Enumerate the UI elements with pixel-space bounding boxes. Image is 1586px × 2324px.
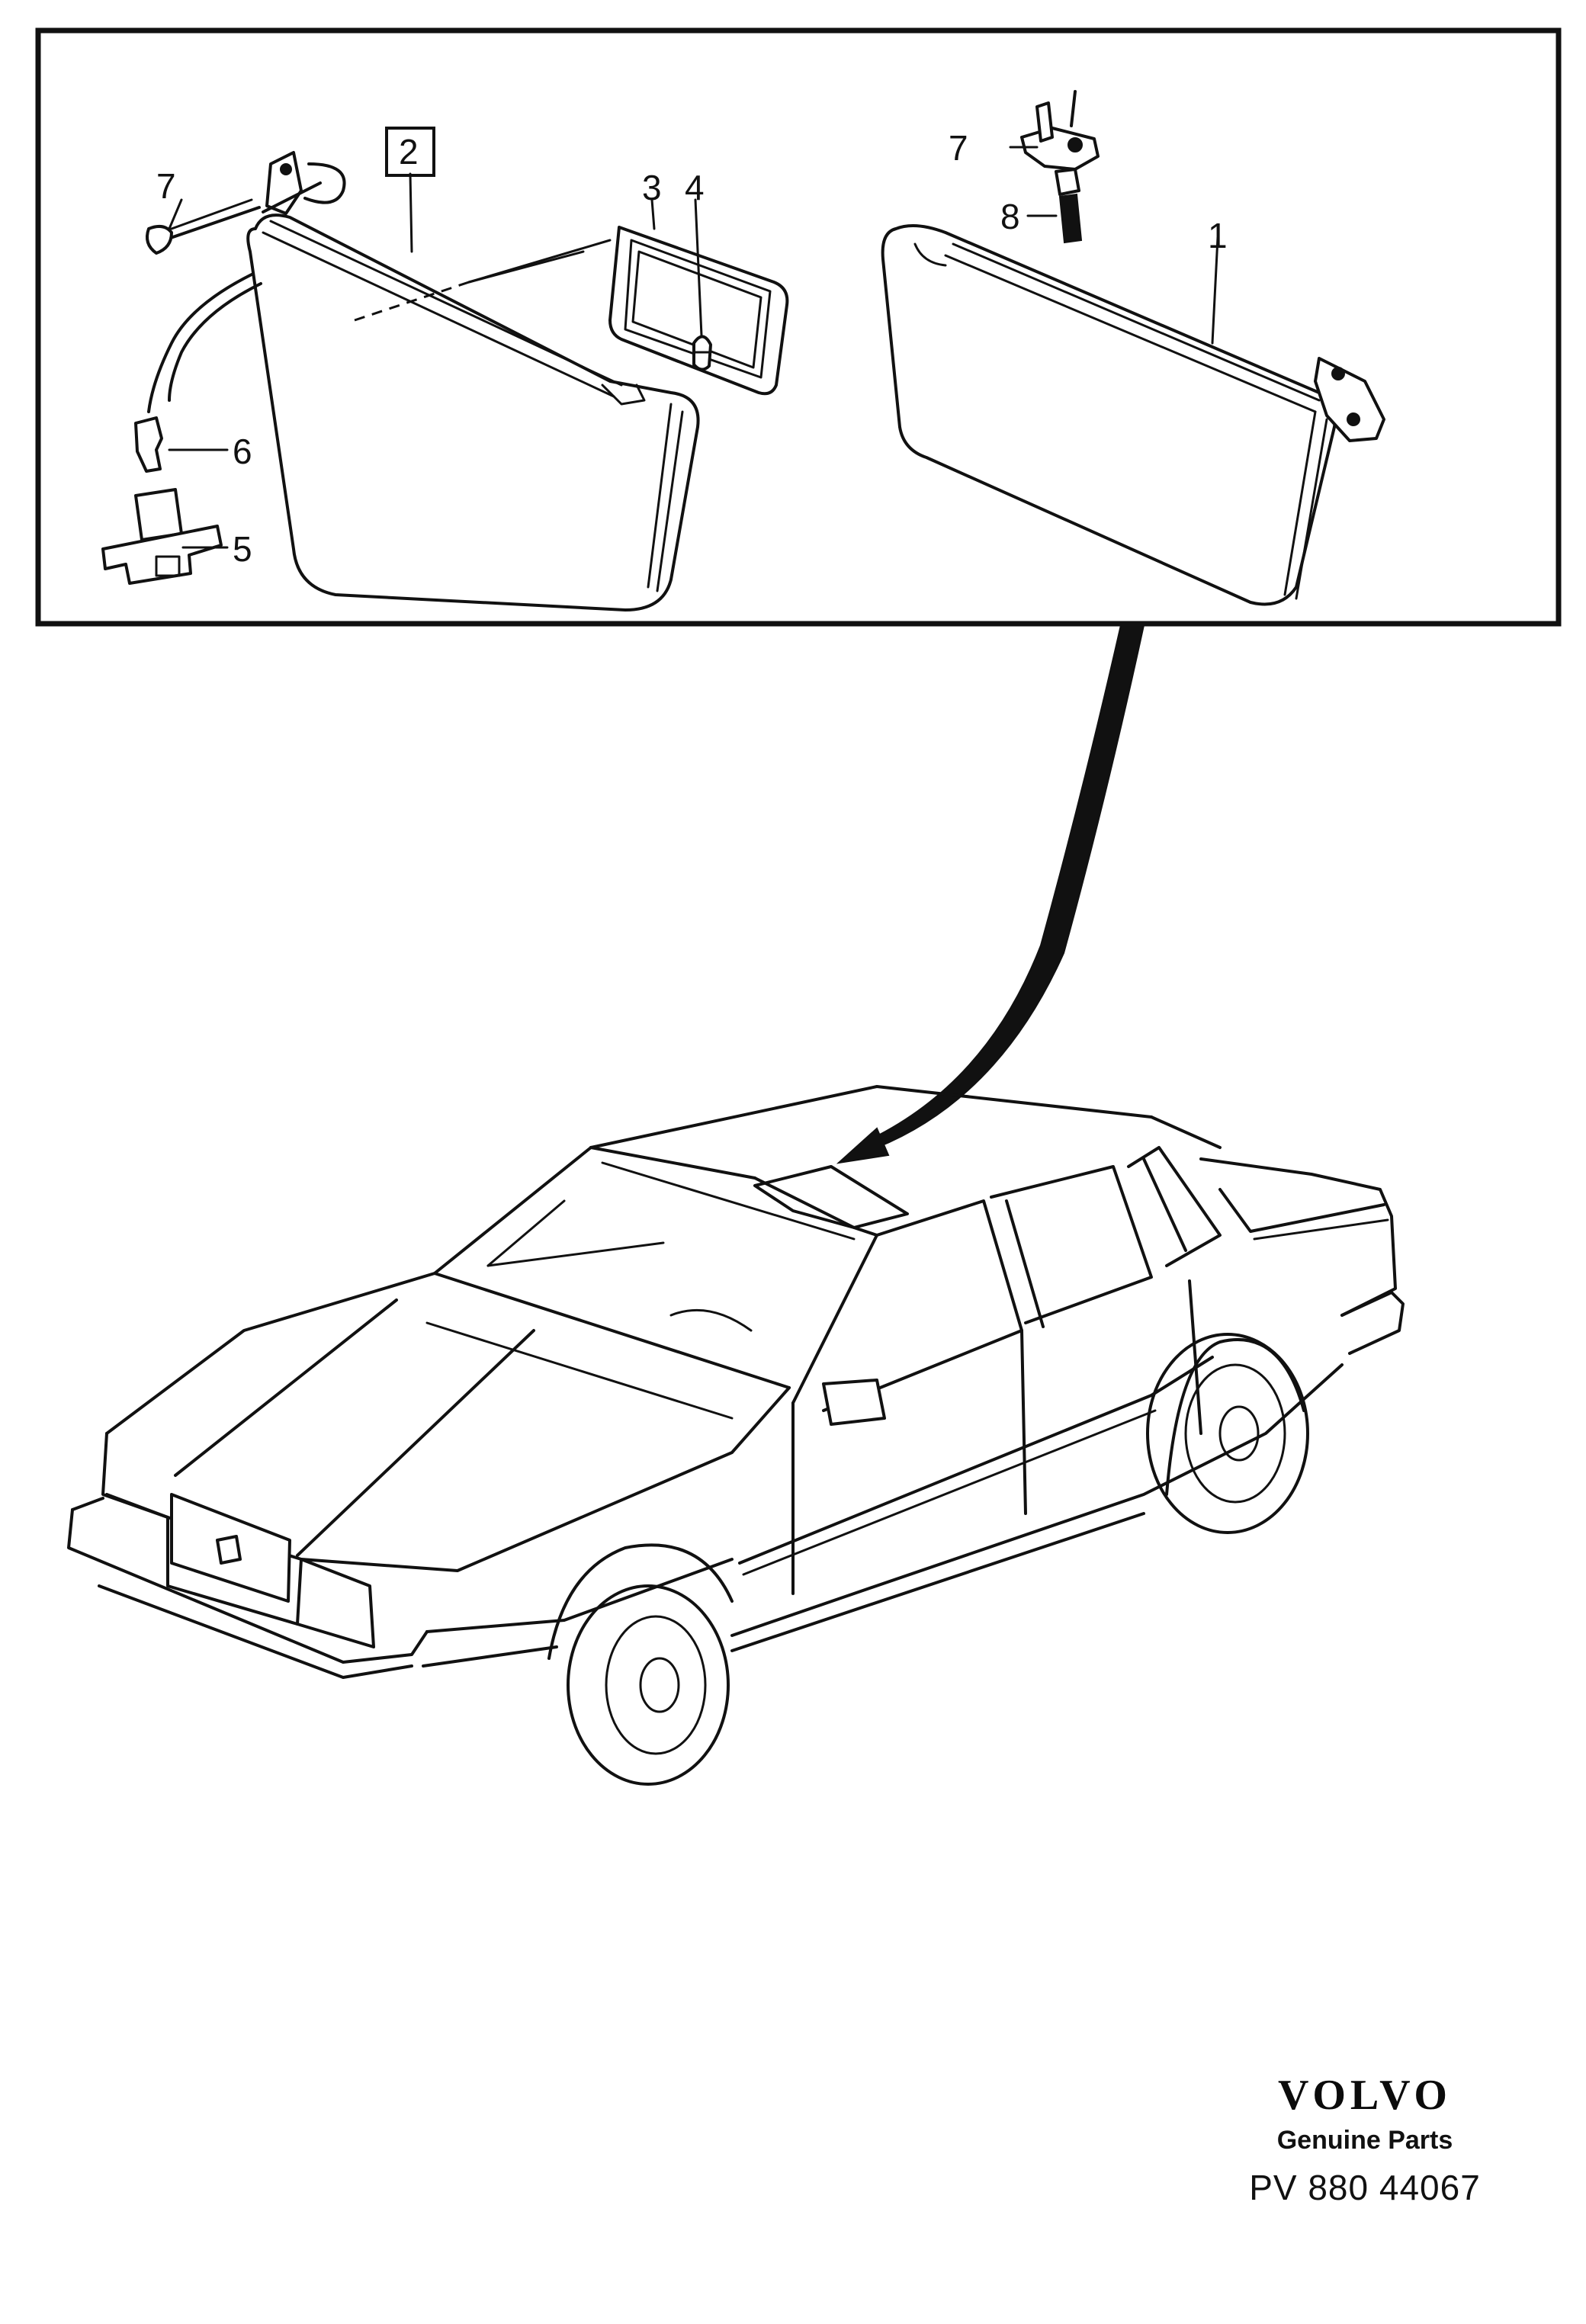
brand-subtitle: Genuine Parts [1276, 2126, 1453, 2155]
connector-6 [134, 416, 163, 473]
lamp-holder-5 [101, 488, 223, 585]
bracket-7-right [1020, 90, 1100, 171]
callout-4: 4 [685, 168, 705, 207]
right-sun-visor [881, 224, 1385, 606]
pointer-arrow [836, 624, 1145, 1164]
car-illustration [67, 1085, 1405, 1786]
bulb-4 [692, 335, 712, 371]
callout-6: 6 [233, 432, 252, 471]
callout-8: 8 [1000, 197, 1020, 236]
volvo-logo: VOLVO [1278, 2072, 1452, 2119]
leader-lines [168, 146, 1219, 549]
callout-3: 3 [642, 168, 662, 207]
vanity-mirror-3 [608, 226, 789, 396]
reference-number: PV 880 44067 [1249, 2168, 1481, 2207]
callout-2-box [385, 127, 435, 177]
callout-7-left: 7 [156, 166, 176, 206]
callout-5: 5 [233, 529, 252, 569]
callout-7-right: 7 [949, 128, 968, 168]
screw-8 [1055, 168, 1083, 244]
callout-1: 1 [1208, 216, 1228, 255]
visor-wire [147, 273, 262, 413]
detail-frame [35, 27, 1562, 627]
callout-2: 2 [399, 132, 419, 172]
screw-7-left [146, 198, 261, 255]
left-sun-visor [246, 151, 700, 611]
